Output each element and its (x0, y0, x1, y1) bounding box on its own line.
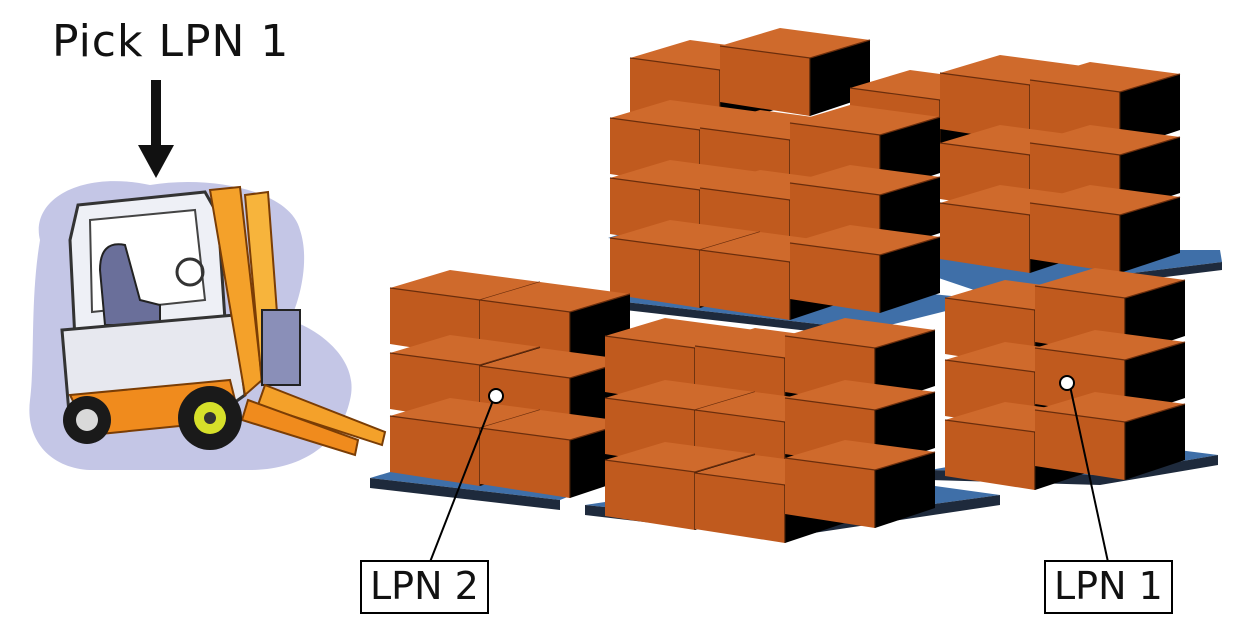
pick-instruction-title: Pick LPN 1 (52, 16, 290, 67)
lpn2-label: LPN 2 (360, 560, 489, 614)
pallet-stack-lpn1 (930, 267, 1218, 491)
pallet-stack-lpn2 (370, 269, 631, 510)
lpn1-label: LPN 1 (1044, 560, 1173, 614)
forklift-icon (29, 181, 387, 470)
lpn2-callout-marker (429, 388, 504, 563)
lpn1-callout-marker (1059, 375, 1109, 563)
down-arrow-icon (138, 80, 174, 178)
pallet-stack-upper-middle (590, 99, 990, 338)
pallet-stack-front-middle (585, 317, 1000, 544)
